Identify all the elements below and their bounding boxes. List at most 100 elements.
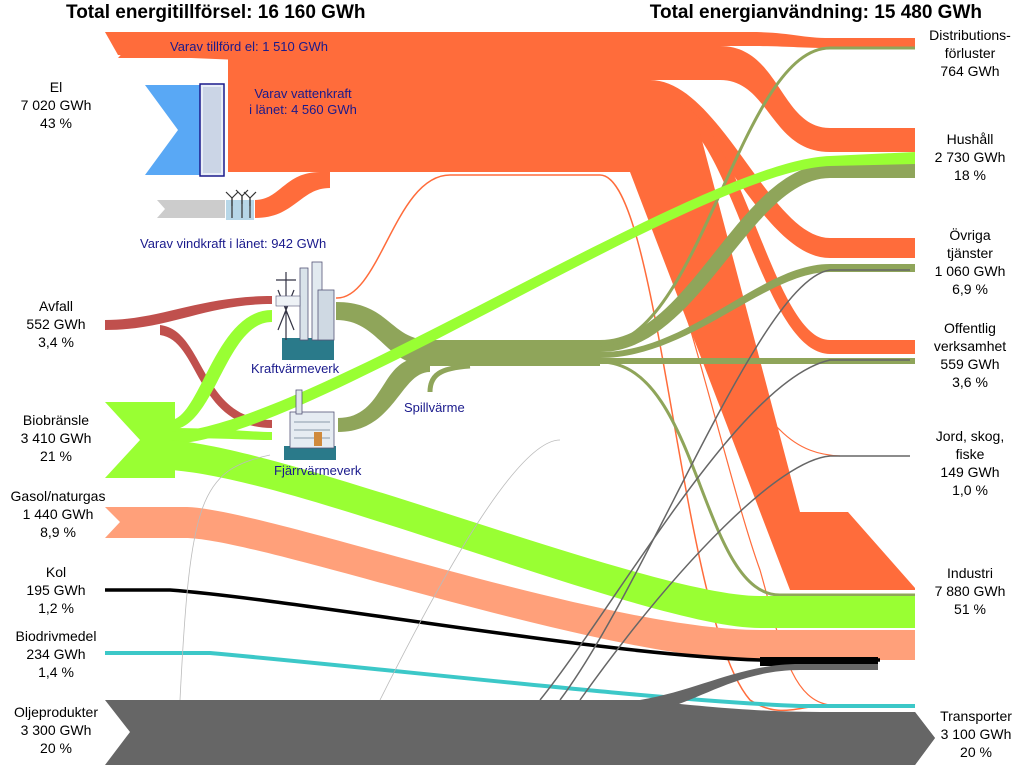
- source-el: El 7 020 GWh 43 %: [8, 78, 104, 132]
- flow-olja-thin-3: [579, 455, 910, 701]
- source-biodrivmedel: Biodrivmedel 234 GWh 1,4 %: [4, 627, 108, 681]
- flow-bio-main: [105, 402, 175, 478]
- flow-heat-ovriga: [600, 264, 915, 358]
- sink-ovriga: Övriga tjänster 1 060 GWh 6,9 %: [920, 226, 1020, 298]
- flow-olja-faint: [179, 439, 561, 701]
- source-biobransle: Biobränsle 3 410 GWh 21 %: [8, 411, 104, 465]
- source-gasol: Gasol/naturgas 1 440 GWh 8,9 %: [2, 487, 114, 541]
- sink-transport-arrow: [915, 712, 935, 765]
- source-olja-pct: 20 %: [40, 740, 72, 756]
- sink-distribution-gwh: 764 GWh: [940, 63, 1000, 79]
- flow-avfall-fjarr: [160, 325, 272, 428]
- flow-el-wind: [255, 172, 330, 218]
- flow-avfall-kraft: [105, 296, 272, 330]
- flow-el-to-distribution: [600, 32, 915, 48]
- sink-transport: Transporter 3 100 GWh 20 %: [928, 707, 1024, 761]
- source-biobransle-gwh: 3 410 GWh: [20, 430, 92, 446]
- sink-offentlig-pct: 3,6 %: [952, 374, 988, 390]
- source-biodrivmedel-gwh: 234 GWh: [26, 646, 86, 662]
- flow-heat-offentlig: [600, 358, 915, 364]
- source-olja-gwh: 3 300 GWh: [20, 722, 92, 738]
- source-gasol-name: Gasol/naturgas: [10, 488, 106, 504]
- sink-offentlig-name2: verksamhet: [933, 338, 1007, 354]
- flow-el-to-offentlig: [665, 100, 915, 354]
- source-biobransle-pct: 21 %: [40, 448, 72, 464]
- source-avfall-name: Avfall: [39, 298, 73, 314]
- source-kol: Kol 195 GWh 1,2 %: [8, 563, 104, 617]
- source-kol-gwh: 195 GWh: [26, 582, 86, 598]
- flow-el-main: [105, 32, 915, 590]
- source-kol-pct: 1,2 %: [38, 600, 74, 616]
- sink-offentlig-gwh: 559 GWh: [940, 356, 1000, 372]
- flow-olja: [105, 700, 935, 765]
- flow-heat-hushall: [600, 164, 915, 352]
- flow-kol: [105, 588, 880, 662]
- source-biodrivmedel-pct: 1,4 %: [38, 664, 74, 680]
- flow-water: [145, 85, 205, 175]
- sink-industri-pct: 51 %: [954, 601, 986, 617]
- flow-olja-thin-1: [539, 359, 910, 701]
- flow-biodrivmedel: [105, 651, 915, 708]
- sink-industri-gwh: 7 880 GWh: [934, 583, 1006, 599]
- source-biobransle-name: Biobränsle: [22, 412, 90, 428]
- flow-bio-industri: [170, 440, 915, 628]
- sink-jord-name2: fiske: [955, 446, 985, 462]
- source-avfall-pct: 3,4 %: [38, 334, 74, 350]
- source-avfall-gwh: 552 GWh: [26, 316, 86, 332]
- vindkraft-icon: [225, 189, 257, 220]
- hydro-hatch: [203, 87, 221, 173]
- label-vattenkraft: Varav vattenkraft i länet: 4 560 GWh: [232, 86, 374, 118]
- sink-jord-gwh: 149 GWh: [940, 464, 1000, 480]
- label-vindkraft: Varav vindkraft i länet: 942 GWh: [140, 236, 327, 251]
- sink-offentlig-name1: Offentlig: [944, 320, 996, 336]
- flow-heat-industri: [599, 360, 915, 597]
- source-gasol-pct: 8,9 %: [40, 524, 76, 540]
- source-el-name: El: [49, 79, 63, 95]
- fjarrvarmeverk-icon: [284, 389, 336, 460]
- sink-ovriga-name1: Övriga: [949, 227, 991, 243]
- sink-hushall-pct: 18 %: [954, 167, 986, 183]
- sink-transport-pct: 20 %: [960, 744, 992, 760]
- flow-bio-kraft: [170, 310, 272, 430]
- flow-gas: [105, 507, 915, 660]
- total-use-heading: Total energianvändning: 15 480 GWh: [649, 2, 982, 23]
- flow-el-to-ovriga: [650, 80, 915, 258]
- sink-hushall: Hushåll 2 730 GWh 18 %: [920, 130, 1020, 184]
- sink-distribution: Distributions- förluster 764 GWh: [918, 26, 1022, 80]
- label-vattenkraft-line1: Varav vattenkraft: [254, 86, 352, 101]
- label-kraftvarmeverk: Kraftvärmeverk: [251, 361, 340, 376]
- sink-hushall-name: Hushåll: [946, 131, 994, 147]
- flow-olja-industri: [640, 664, 878, 710]
- sink-ovriga-pct: 6,9 %: [952, 281, 988, 297]
- sink-ovriga-name2: tjänster: [947, 245, 993, 261]
- sink-jord: Jord, skog, fiske 149 GWh 1,0 %: [920, 427, 1020, 499]
- sink-hushall-gwh: 2 730 GWh: [934, 149, 1006, 165]
- sink-transport-gwh: 3 100 GWh: [940, 726, 1012, 742]
- sink-distribution-name2: förluster: [944, 45, 996, 61]
- label-tillford-el: Varav tillförd el: 1 510 GWh: [170, 39, 328, 54]
- flow-el-tillford: [105, 32, 400, 58]
- source-el-gwh: 7 020 GWh: [20, 97, 92, 113]
- total-supply-heading: Total energitillförsel: 16 160 GWh: [66, 2, 366, 23]
- source-biodrivmedel-name: Biodrivmedel: [15, 628, 97, 644]
- source-kol-name: Kol: [45, 564, 67, 580]
- sink-distribution-name1: Distributions-: [929, 27, 1011, 43]
- label-spillvarme: Spillvärme: [404, 400, 465, 415]
- sink-jord-pct: 1,0 %: [952, 482, 988, 498]
- label-vattenkraft-line2: i länet: 4 560 GWh: [249, 102, 357, 117]
- sink-industri: Industri 7 880 GWh 51 %: [920, 564, 1020, 618]
- source-avfall: Avfall 552 GWh 3,4 %: [8, 297, 104, 351]
- flow-bio-hushall: [170, 152, 915, 444]
- kraftvarmeverk-icon: [275, 261, 335, 360]
- flow-heat-fjarr: [338, 358, 430, 432]
- sink-transport-name: Transporter: [940, 708, 1012, 724]
- label-fjarrvarmeverk: Fjärrvärmeverk: [274, 463, 362, 478]
- flow-kol-end: [760, 657, 878, 666]
- source-olja: Oljeprodukter 3 300 GWh 20 %: [4, 703, 108, 757]
- sink-jord-name1: Jord, skog,: [935, 428, 1005, 444]
- sink-offentlig: Offentlig verksamhet 559 GWh 3,6 %: [920, 319, 1020, 391]
- source-el-pct: 43 %: [40, 115, 72, 131]
- source-gasol-gwh: 1 440 GWh: [22, 506, 94, 522]
- flow-wind: [157, 200, 225, 218]
